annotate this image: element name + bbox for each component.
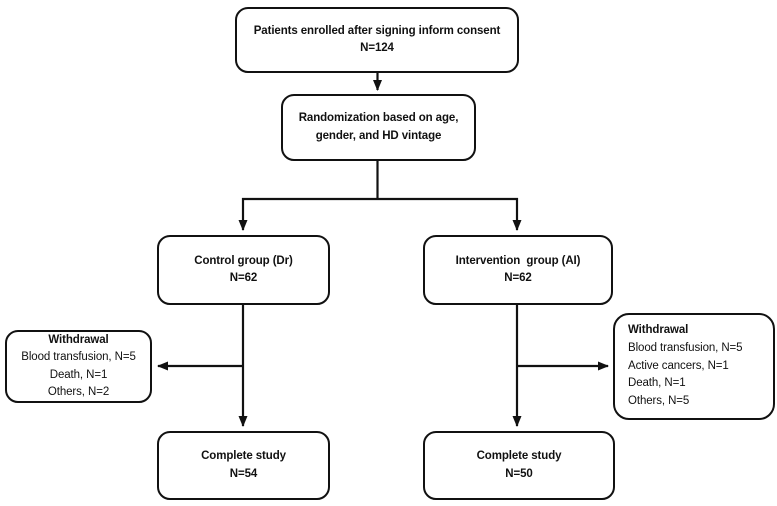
intervention-group-box: Intervention group (AI) N=62 [423, 235, 613, 305]
control-group-label: Control group (Dr) [194, 254, 293, 267]
enrollment-count: N=124 [360, 42, 394, 54]
intervention-group-count: N=62 [504, 272, 532, 284]
complete-study-left-label: Complete study [201, 450, 286, 463]
complete-study-left-count: N=54 [229, 467, 258, 480]
complete-study-left-box: Complete study N=54 [157, 431, 330, 500]
control-group-box: Control group (Dr) N=62 [157, 235, 330, 305]
complete-study-right-count: N=50 [505, 467, 533, 480]
complete-study-right-box: Complete study N=50 [423, 431, 615, 500]
randomization-label-line1: Randomization based on age, [298, 112, 459, 125]
randomization-box: Randomization based on age, gender, and … [281, 94, 476, 161]
complete-study-right-label: Complete study [476, 450, 562, 463]
withdrawal-left-box: Withdrawal Blood transfusion, N=5 Death,… [5, 330, 152, 403]
withdrawal-right-item: Others, N=5 [628, 395, 690, 408]
withdrawal-right-item: Active cancers, N=1 [628, 359, 729, 372]
withdrawal-right-item: Death, N=1 [628, 377, 686, 390]
withdrawal-right-item: Blood transfusion, N=5 [628, 341, 743, 354]
intervention-group-label: Intervention group (AI) [455, 254, 581, 267]
enrollment-label: Patients enrolled after signing inform c… [253, 24, 501, 37]
withdrawal-left-item: Others, N=2 [47, 385, 110, 398]
withdrawal-left-item: Blood transfusion, N=5 [21, 351, 136, 364]
enrollment-box: Patients enrolled after signing inform c… [235, 7, 519, 73]
control-group-count: N=62 [229, 272, 258, 284]
withdrawal-right-title: Withdrawal [628, 323, 689, 336]
randomization-label-line2: gender, and HD vintage [315, 129, 442, 142]
withdrawal-right-box: Withdrawal Blood transfusion, N=5 Active… [613, 313, 775, 420]
withdrawal-left-title: Withdrawal [48, 334, 109, 347]
withdrawal-left-item: Death, N=1 [49, 368, 108, 381]
